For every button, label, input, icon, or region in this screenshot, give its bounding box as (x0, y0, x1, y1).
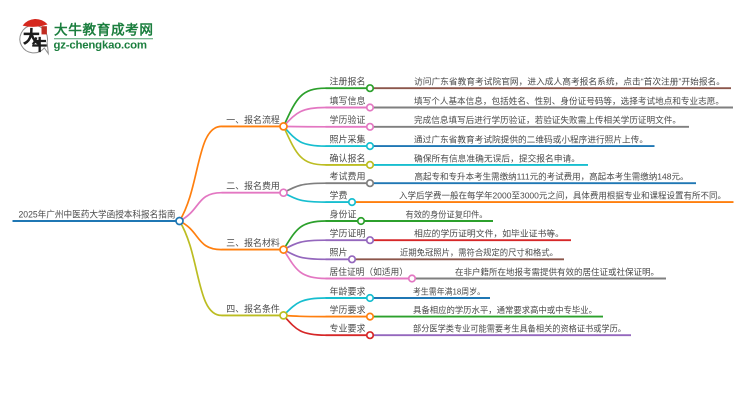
svg-text:照片采集: 照片采集 (330, 134, 366, 145)
svg-text:大牛教育成考网: 大牛教育成考网 (54, 22, 153, 38)
svg-text:考试费用: 考试费用 (330, 171, 366, 182)
svg-text:2025年广州中医药大学函授本科报名指南: 2025年广州中医药大学函授本科报名指南 (19, 209, 176, 220)
svg-text:居住证明（如适用）: 居住证明（如适用） (330, 266, 409, 277)
svg-text:在非户籍所在地报考需提供有效的居住证或社保证明。: 在非户籍所在地报考需提供有效的居住证或社保证明。 (455, 267, 659, 277)
svg-text:身份证: 身份证 (330, 208, 357, 219)
svg-text:专业要求: 专业要求 (330, 323, 366, 334)
svg-text:访问广东省教育考试院官网，进入成人高考报名系统，点击“首次注: 访问广东省教育考试院官网，进入成人高考报名系统，点击“首次注册”开始报名。 (414, 77, 725, 87)
svg-text:学历要求: 学历要求 (330, 304, 366, 315)
svg-text:通过广东省教育考试院提供的二维码或小程序进行照片上传。: 通过广东省教育考试院提供的二维码或小程序进行照片上传。 (414, 135, 648, 145)
svg-text:注册报名: 注册报名 (330, 76, 366, 87)
svg-text:一、报名流程: 一、报名流程 (226, 114, 279, 125)
svg-text:gz-chengkao.com: gz-chengkao.com (54, 39, 148, 51)
svg-text:牛: 牛 (32, 36, 47, 54)
svg-text:照片: 照片 (330, 247, 348, 258)
svg-text:相应的学历证明文件，如毕业证书等。: 相应的学历证明文件，如毕业证书等。 (414, 229, 564, 239)
svg-text:学历证明: 学历证明 (330, 228, 366, 239)
svg-text:大: 大 (23, 27, 40, 46)
svg-text:填写个人基本信息，包括姓名、性别、身份证号码等，选择考试地点: 填写个人基本信息，包括姓名、性别、身份证号码等，选择考试地点和专业志愿。 (414, 96, 724, 106)
svg-text:三、报名材料: 三、报名材料 (226, 237, 279, 248)
svg-text:确保所有信息准确无误后，提交报名申请。: 确保所有信息准确无误后，提交报名申请。 (414, 153, 580, 163)
svg-text:高起专和专升本考生需缴纳111元的考试费用，高起本考生需缴纳: 高起专和专升本考生需缴纳111元的考试费用，高起本考生需缴纳148元。 (415, 172, 689, 182)
svg-text:部分医学类专业可能需要考生具备相关的资格证书或学历。: 部分医学类专业可能需要考生具备相关的资格证书或学历。 (413, 324, 626, 334)
svg-text:完成信息填写后进行学历验证，若验证失败需上传相关学历证明文件: 完成信息填写后进行学历验证，若验证失败需上传相关学历证明文件。 (414, 115, 681, 125)
svg-text:有效的身份证复印件。: 有效的身份证复印件。 (406, 209, 488, 219)
svg-text:学费: 学费 (330, 190, 348, 201)
svg-text:四、报名条件: 四、报名条件 (226, 303, 279, 314)
svg-text:具备相应的学历水平，通常要求高中或中专毕业。: 具备相应的学历水平，通常要求高中或中专毕业。 (413, 305, 597, 315)
svg-text:学历验证: 学历验证 (330, 114, 366, 125)
svg-text:确认报名: 确认报名 (330, 152, 366, 163)
svg-text:二、报名费用: 二、报名费用 (226, 180, 279, 191)
svg-text:填写信息: 填写信息 (330, 95, 366, 106)
svg-text:入学后学费一般在每学年2000至3000元之间，具体费用根据: 入学后学费一般在每学年2000至3000元之间，具体费用根据专业和课程设置有所不… (399, 191, 726, 201)
svg-text:年龄要求: 年龄要求 (330, 285, 366, 296)
svg-text:考生需年满18周岁。: 考生需年满18周岁。 (413, 286, 485, 296)
svg-text:近期免冠照片，需符合规定的尺寸和格式。: 近期免冠照片，需符合规定的尺寸和格式。 (400, 248, 558, 258)
